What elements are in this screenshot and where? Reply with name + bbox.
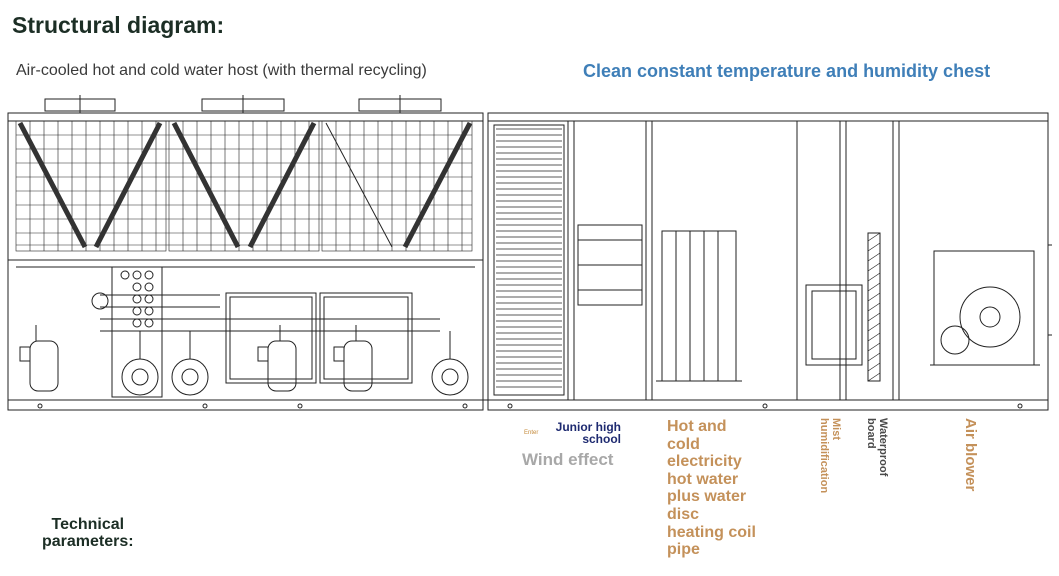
humidifier [805,284,863,366]
page-title: Structural diagram: [12,12,225,38]
host-subtitle: Air-cooled hot and cold water host (with… [16,62,427,79]
chest-sections [493,121,1052,400]
label-mist-humidification: Mist humidification [818,418,842,494]
waterproof-board [867,232,881,382]
chest-frame [487,112,1049,411]
label-waterproof-board: Waterproof board [865,418,889,477]
structural-diagram [7,95,1052,411]
condenser-coil-grid [15,120,473,252]
label-hot-cold-coil: Hot and cold electricity hot water plus … [667,418,756,559]
base-bolts [37,403,1023,409]
label-air-blower: Air blower [962,418,979,492]
label-junior-high-school: Junior high school [555,420,621,446]
plate-heat-exchanger [225,292,317,384]
host-machinery [19,266,469,398]
host-frame [7,112,484,411]
air-blower [930,250,1040,366]
heating-coil [661,230,737,382]
technical-parameters-heading: Technical parameters: [42,516,134,550]
filter-section [493,124,565,396]
chest-subtitle: Clean constant temperature and humidity … [583,61,991,81]
water-pumps [121,358,469,396]
label-wind-effect: Wind effect [522,450,614,469]
label-enter: Enter [524,430,539,436]
v-coils [17,121,473,249]
condenser-fans [44,95,442,113]
compressors [19,340,373,392]
